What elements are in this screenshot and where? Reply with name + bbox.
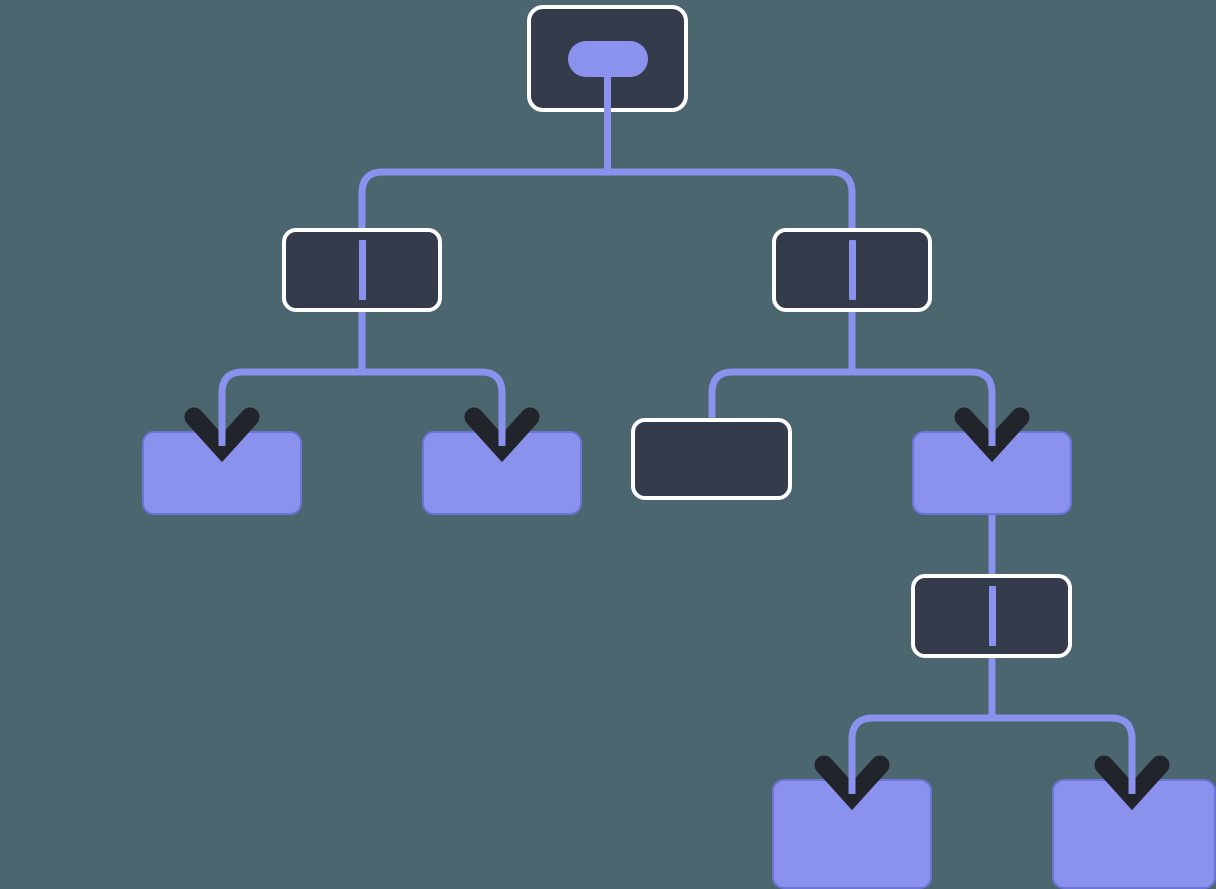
leaf-node-2[interactable] [422,431,582,515]
edge-branch-right-to-terminal [708,368,852,424]
terminal-node-dark[interactable] [631,418,792,500]
branch-node-left-line-glyph [358,240,366,300]
leaf-node-3[interactable] [772,779,932,889]
leaf-node-4[interactable] [1052,779,1216,889]
branch-node-right-line-glyph [848,240,856,300]
root-pill-stem-glyph [604,70,611,112]
mid-node-purple[interactable] [912,431,1072,515]
leaf-node-1[interactable] [142,431,302,515]
diagram-canvas [142,5,1216,889]
branch-node-lower-line-glyph [988,586,996,646]
